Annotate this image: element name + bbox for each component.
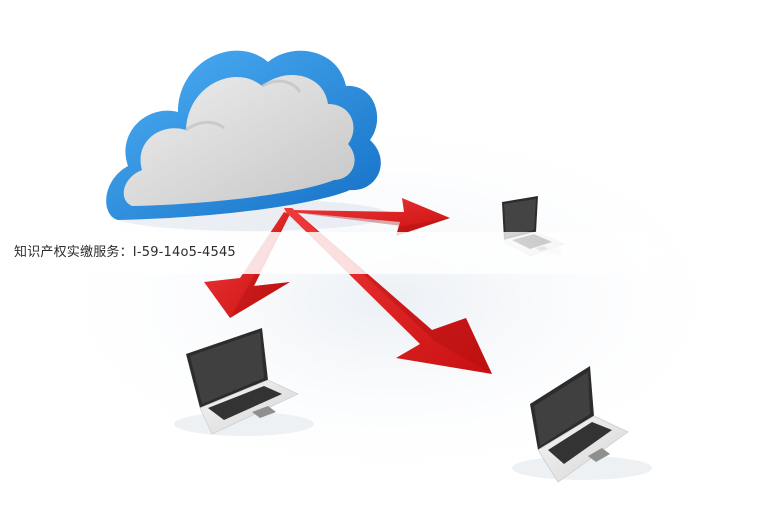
watermark-band: [0, 232, 760, 274]
arrow-to-top-right-laptop: [290, 198, 450, 236]
watermark-text: 知识产权实缴服务：I-59-14o5-4545: [14, 245, 236, 260]
laptop-icon: [512, 366, 652, 483]
laptop-icon: [174, 328, 314, 436]
cloud-icon: [106, 50, 390, 231]
